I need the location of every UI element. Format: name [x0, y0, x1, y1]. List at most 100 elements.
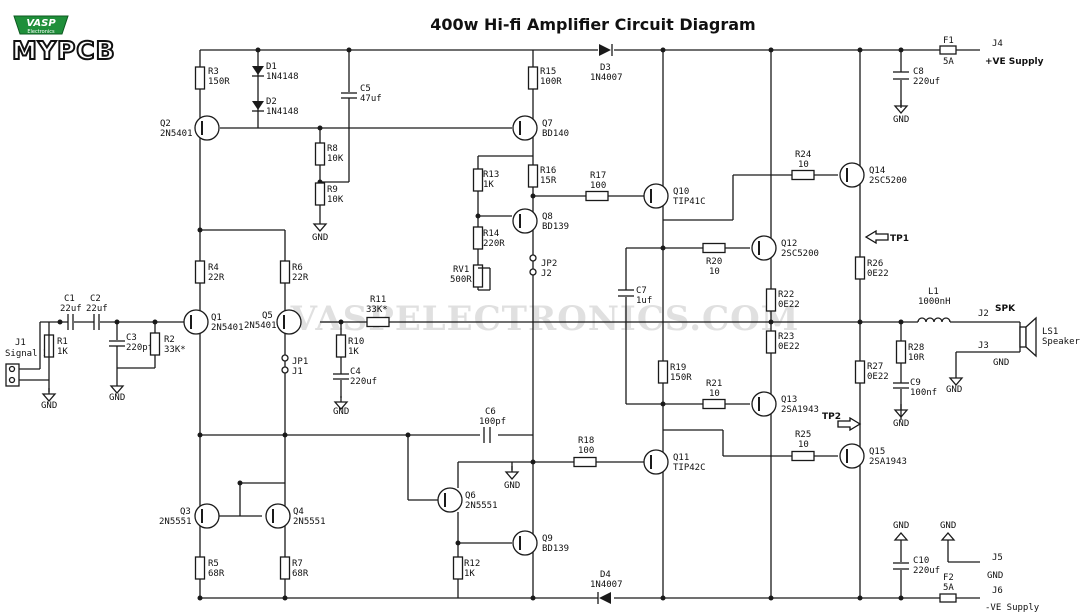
- svg-text:GND: GND: [987, 571, 1003, 581]
- gnd-symbol: GND: [333, 395, 349, 417]
- svg-text:C3: C3: [126, 333, 137, 343]
- svg-text:C4: C4: [350, 367, 361, 377]
- svg-text:R13: R13: [483, 170, 499, 180]
- svg-text:GND: GND: [41, 401, 57, 411]
- svg-text:R2: R2: [164, 335, 175, 345]
- svg-text:D4: D4: [600, 570, 611, 580]
- gnd-symbol: GND: [940, 521, 980, 563]
- svg-text:R15: R15: [540, 67, 556, 77]
- svg-text:TP2: TP2: [822, 412, 841, 422]
- svg-text:J4: J4: [992, 39, 1003, 49]
- svg-text:1K: 1K: [57, 347, 68, 357]
- svg-text:Q12: Q12: [781, 239, 797, 249]
- svg-text:Q8: Q8: [542, 212, 553, 222]
- svg-text:GND: GND: [893, 115, 909, 125]
- svg-text:C8: C8: [913, 67, 924, 77]
- svg-text:Q1: Q1: [211, 313, 222, 323]
- svg-text:15R: 15R: [540, 176, 557, 186]
- svg-text:R10: R10: [348, 337, 364, 347]
- svg-text:Q6: Q6: [465, 491, 476, 501]
- svg-text:TIP41C: TIP41C: [673, 197, 706, 207]
- svg-text:220pf: 220pf: [126, 343, 153, 353]
- logo-sub: Electronics: [27, 29, 55, 35]
- svg-text:C2: C2: [90, 294, 101, 304]
- svg-text:500R: 500R: [450, 275, 472, 285]
- svg-text:R17: R17: [590, 171, 606, 181]
- svg-text:GND: GND: [946, 385, 962, 395]
- svg-text:220uf: 220uf: [913, 566, 940, 576]
- svg-text:10R: 10R: [908, 353, 925, 363]
- j6-connector: J6 -VE Supply: [985, 586, 1040, 613]
- svg-text:47uf: 47uf: [360, 94, 382, 104]
- svg-text:Q5: Q5: [262, 311, 273, 321]
- svg-text:C9: C9: [910, 378, 921, 388]
- vasp-logo: VASP Electronics: [12, 14, 70, 36]
- svg-text:2SC5200: 2SC5200: [869, 176, 907, 186]
- svg-text:10: 10: [709, 267, 720, 277]
- svg-text:TIP42C: TIP42C: [673, 463, 706, 473]
- svg-text:BD139: BD139: [542, 544, 569, 554]
- svg-text:JP1: JP1: [292, 357, 308, 367]
- svg-text:10: 10: [798, 160, 809, 170]
- svg-text:J3: J3: [978, 341, 989, 351]
- svg-text:Signal IN: Signal IN: [5, 349, 54, 359]
- gnd-symbol: GND: [109, 379, 125, 403]
- svg-text:R1: R1: [57, 337, 68, 347]
- logo-brand: VASP: [26, 18, 56, 29]
- svg-text:220uf: 220uf: [913, 77, 940, 87]
- svg-text:220R: 220R: [483, 239, 505, 249]
- svg-text:100nf: 100nf: [910, 388, 937, 398]
- svg-text:150R: 150R: [208, 77, 230, 87]
- svg-text:RV1: RV1: [453, 265, 469, 275]
- svg-text:Q4: Q4: [293, 507, 304, 517]
- j1-connector: J1 Signal IN: [5, 338, 54, 387]
- svg-text:GND: GND: [333, 407, 349, 417]
- gnd-symbol: GND: [893, 99, 909, 125]
- svg-text:GND: GND: [940, 521, 956, 531]
- svg-text:Q7: Q7: [542, 119, 553, 129]
- svg-text:R11: R11: [370, 295, 386, 305]
- svg-text:1uf: 1uf: [636, 296, 652, 306]
- svg-text:220uf: 220uf: [350, 377, 377, 387]
- svg-text:22uf: 22uf: [86, 304, 108, 314]
- svg-text:33K*: 33K*: [164, 345, 186, 355]
- svg-text:R5: R5: [208, 559, 219, 569]
- svg-text:J1: J1: [15, 338, 26, 348]
- svg-text:33K*: 33K*: [366, 305, 388, 315]
- svg-text:R26: R26: [867, 259, 883, 269]
- svg-text:R21: R21: [706, 379, 722, 389]
- svg-text:BD139: BD139: [542, 222, 569, 232]
- svg-text:R16: R16: [540, 166, 556, 176]
- svg-text:Q15: Q15: [869, 447, 885, 457]
- svg-text:100: 100: [578, 446, 594, 456]
- svg-text:1K: 1K: [348, 347, 359, 357]
- svg-text:2N5551: 2N5551: [465, 501, 498, 511]
- svg-text:R23: R23: [778, 332, 794, 342]
- svg-text:2SA1943: 2SA1943: [869, 457, 907, 467]
- svg-text:J6: J6: [992, 586, 1003, 596]
